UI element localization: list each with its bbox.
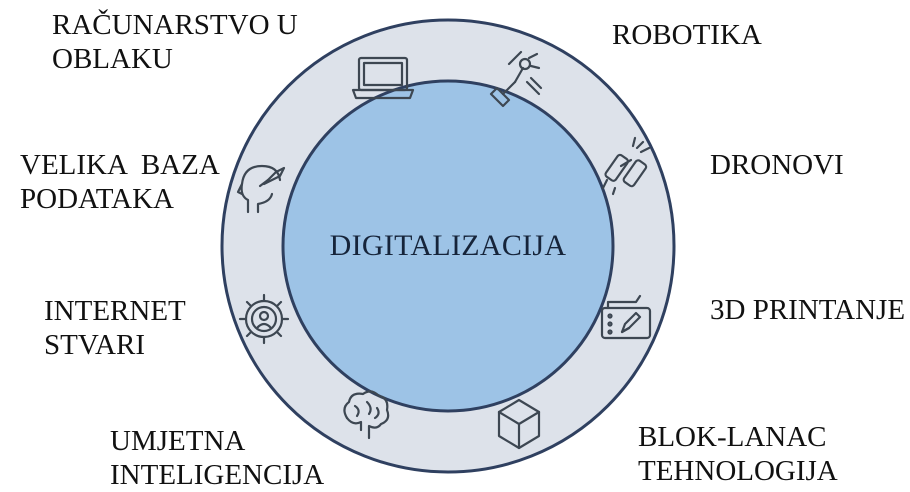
topic-line: TEHNOLOGIJA — [638, 455, 838, 487]
topic-line: INTERNET — [44, 295, 186, 327]
topic-line: VELIKA BAZA — [20, 149, 220, 181]
topic-label-cloud: RAČUNARSTVO U OBLAKU — [52, 8, 298, 76]
topic-line: OBLAKU — [52, 43, 173, 75]
gear-person-icon — [238, 293, 290, 345]
topic-label-drones: DRONOVI — [710, 148, 844, 182]
topic-line: ROBOTIKA — [612, 19, 762, 51]
topic-label-3d-printing: 3D PRINTANJE — [710, 293, 905, 327]
head-data-icon — [236, 164, 286, 214]
topic-line: BLOK-LANAC — [638, 421, 827, 453]
topic-label-iot: INTERNET STVARI — [44, 294, 186, 362]
brain-icon — [343, 390, 390, 440]
robot-arm-icon — [489, 50, 543, 108]
topic-line: INTELIGENCIJA — [110, 459, 325, 491]
center-label: DIGITALIZACIJA — [329, 229, 567, 262]
topic-label-blockchain: BLOK-LANAC TEHNOLOGIJA — [638, 420, 838, 488]
topic-line: PODATAKA — [20, 183, 174, 215]
drone-icon — [601, 136, 651, 196]
cube-icon — [497, 398, 541, 450]
topic-line: RAČUNARSTVO U — [52, 9, 298, 41]
topic-label-big-data: VELIKA BAZA PODATAKA — [20, 148, 220, 216]
topic-line: 3D PRINTANJE — [710, 294, 906, 326]
topic-label-robotics: ROBOTIKA — [612, 18, 762, 52]
topic-line: STVARI — [44, 329, 145, 361]
topic-label-ai: UMJETNA INTELIGENCIJA — [110, 424, 324, 492]
printer-icon — [600, 294, 652, 340]
laptop-icon — [351, 56, 415, 100]
topic-line: UMJETNA — [110, 425, 246, 457]
inner-circle — [281, 79, 615, 413]
topic-line: DRONOVI — [710, 149, 844, 181]
